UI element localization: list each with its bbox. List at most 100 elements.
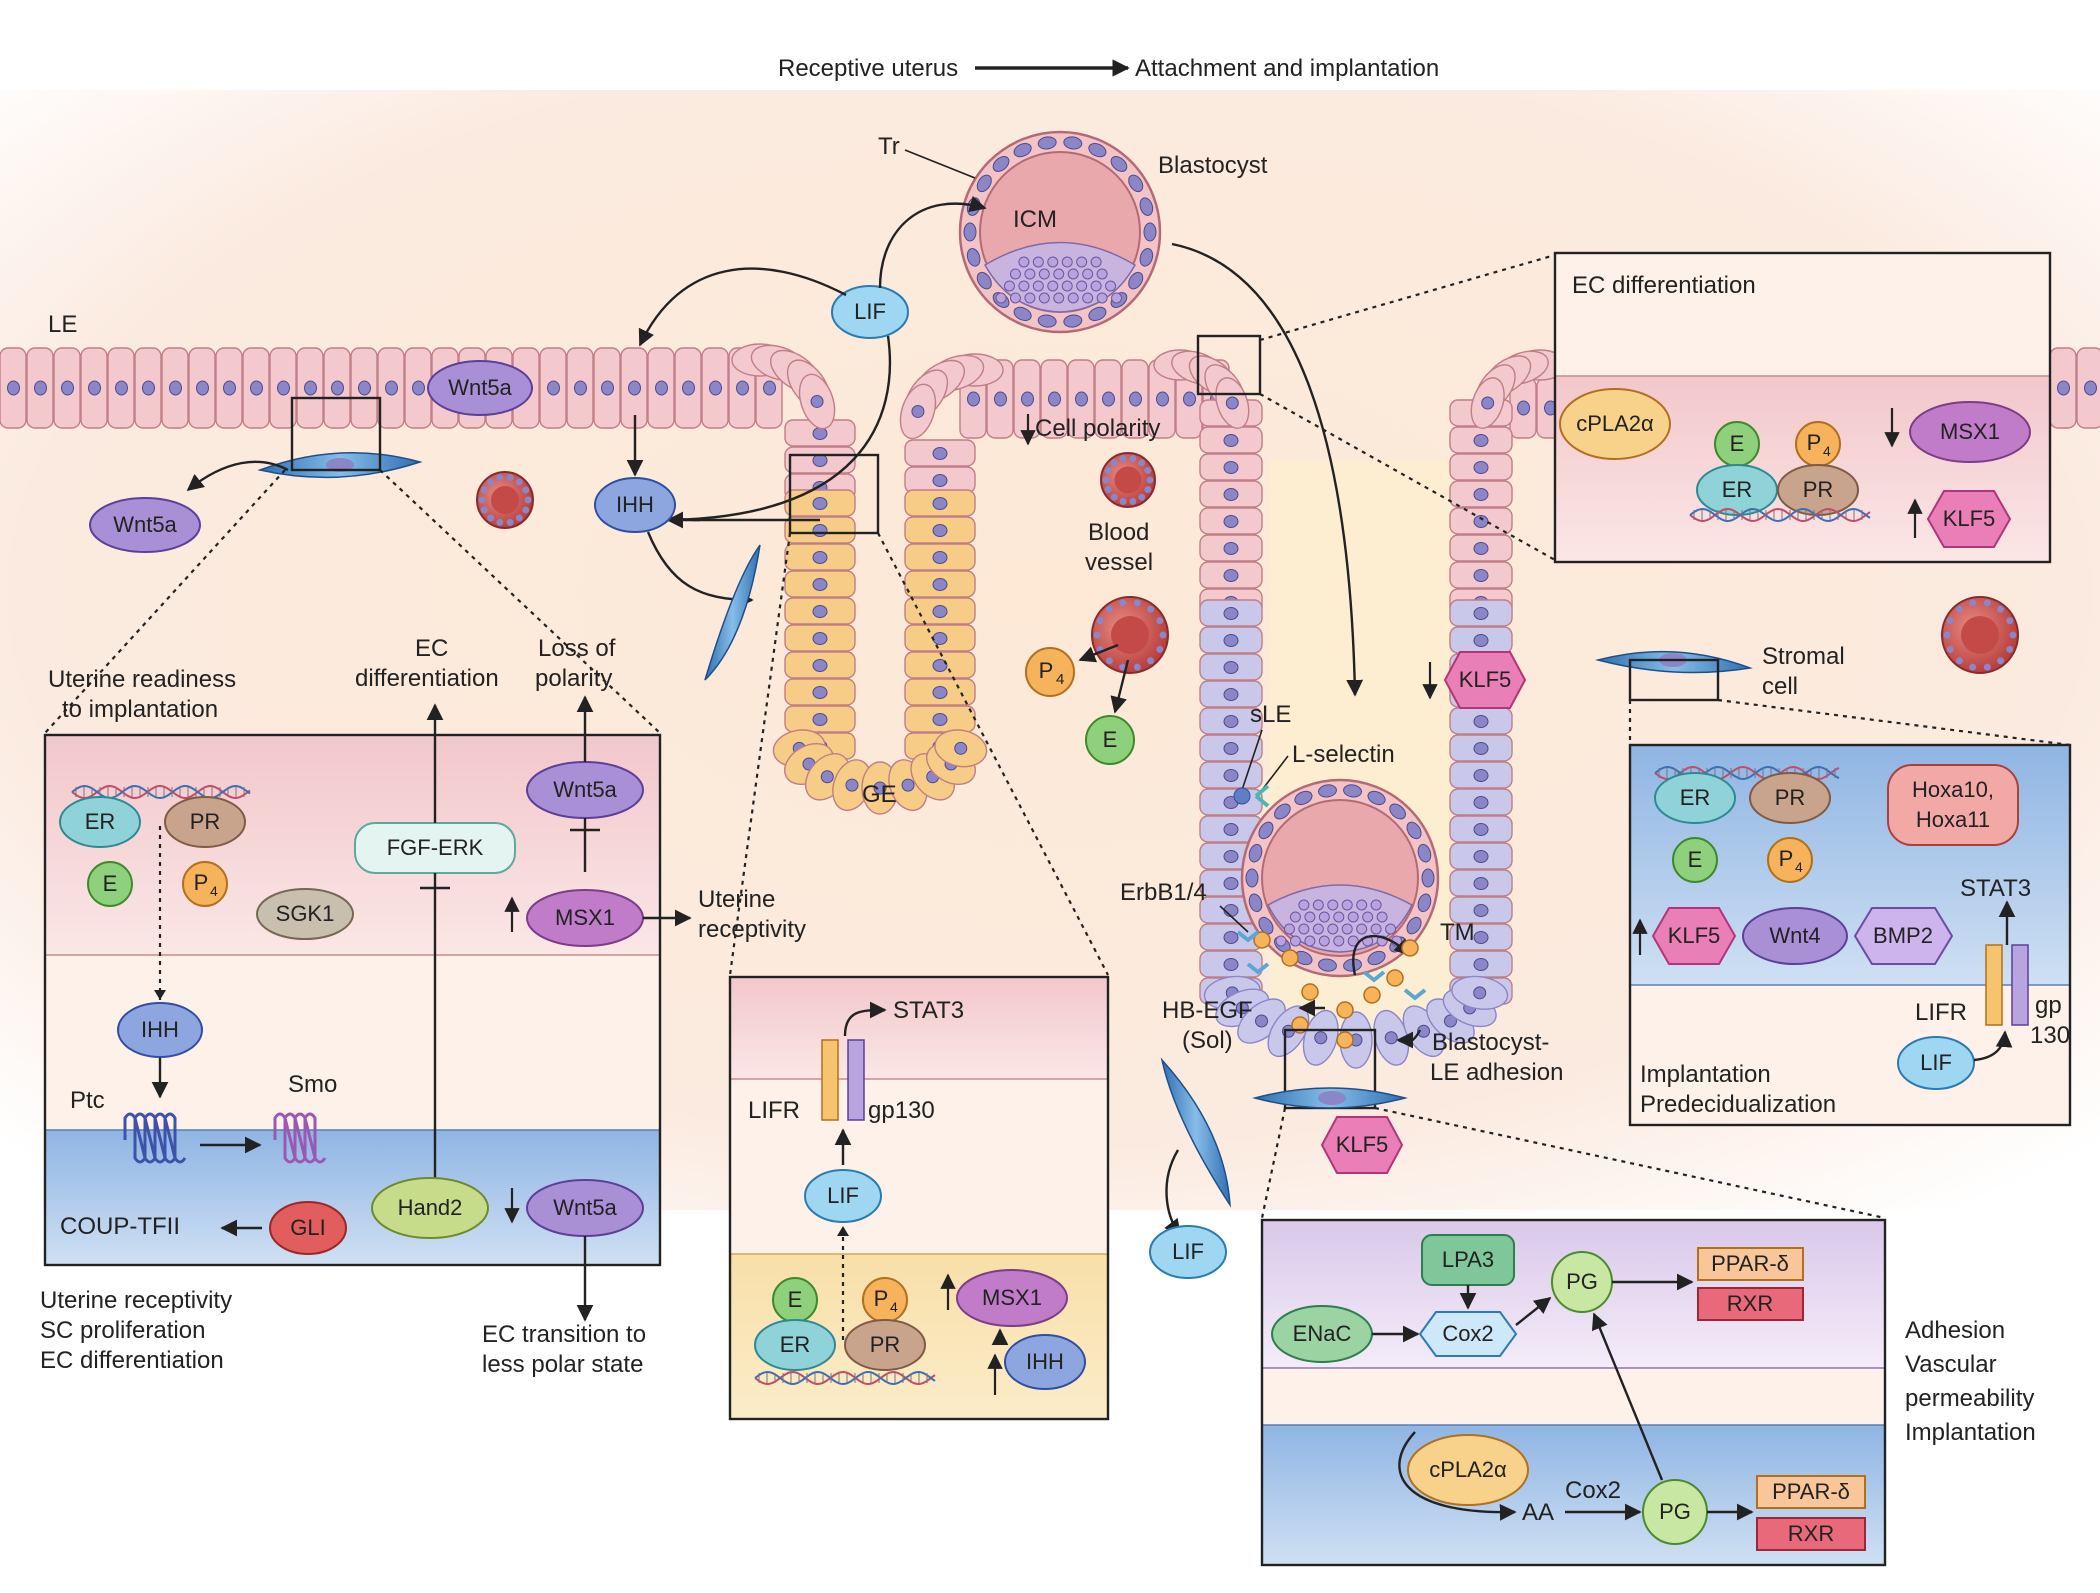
pb-cox2-top-node: Cox2: [1418, 1311, 1518, 1357]
pr-hoxa-text-1: Hoxa10,: [1912, 777, 1994, 802]
pl-fgf-erk-node: FGF-ERK: [354, 822, 516, 874]
header: Receptive uterus Attachment and implanta…: [778, 55, 1439, 82]
e-mid-node: E: [1085, 715, 1135, 765]
ptr-pr-node: PR: [1777, 464, 1859, 516]
stromal-cell-label-1: Stromal: [1762, 643, 1845, 670]
pl-p4-sub: 4: [210, 883, 218, 899]
pc-msx1-text: MSX1: [982, 1285, 1042, 1310]
caption-ec-diff-1: EC: [415, 635, 448, 662]
pr-pr-text: PR: [1775, 785, 1806, 810]
header-right-label: Attachment and implantation: [1135, 55, 1439, 82]
zoom-box-right-top: [1196, 334, 1262, 396]
pc-pr-node: PR: [844, 1319, 926, 1371]
header-left-label: Receptive uterus: [778, 55, 958, 82]
pl-gli-text: GLI: [290, 1215, 325, 1240]
pr-klf5-text: KLF5: [1668, 923, 1721, 948]
caption-readiness-2: to implantation: [62, 696, 218, 723]
pr-gp-1: gp: [2035, 992, 2062, 1019]
pl-footer-1: Uterine receptivity: [40, 1287, 232, 1314]
dna-top-right-panel: [1689, 507, 1871, 523]
le-label: LE: [48, 311, 77, 338]
pl-footer-3: EC differentiation: [40, 1347, 224, 1374]
luminal-epithelium: [0, 347, 2100, 439]
pb-cox2-top-text: Cox2: [1442, 1321, 1493, 1346]
pl-receptivity-1: Uterine: [698, 886, 775, 913]
hbegf-dots: [1236, 930, 1427, 1049]
pb-ppar-top-node: PPAR-δ: [1697, 1247, 1804, 1281]
pb-pg-top-node: PG: [1551, 1251, 1613, 1313]
pb-pg-bottom-text: PG: [1659, 1499, 1691, 1524]
hbegf-label: HB-EGF: [1162, 997, 1253, 1024]
ptr-pr-text: PR: [1803, 477, 1834, 502]
wnt5a-epithelium-text: Wnt5a: [448, 375, 512, 400]
smo-receptor: [273, 1112, 327, 1164]
pr-e-text: E: [1688, 847, 1703, 872]
pr-hoxa-node: Hoxa10, Hoxa11: [1887, 764, 2019, 846]
pl-p4-text: P: [194, 870, 209, 895]
zoom-box-left: [290, 396, 382, 472]
pc-gp130: gp130: [868, 1097, 935, 1124]
pb-cpla2a-text: cPLA2α: [1429, 1457, 1507, 1482]
pb-lpa3-node: LPA3: [1421, 1234, 1515, 1286]
pr-bmp2-node: BMP2: [1853, 907, 1954, 965]
adhesion-label-2: LE adhesion: [1430, 1059, 1563, 1086]
pb-ppar-bottom-node: PPAR-δ: [1756, 1475, 1866, 1509]
klf5-bottom-node: KLF5: [1320, 1116, 1404, 1174]
pb-lpa3-text: LPA3: [1442, 1247, 1494, 1272]
pl-footer-2: SC proliferation: [40, 1317, 205, 1344]
pl-p4-node: P 4: [182, 861, 228, 907]
ptr-er-node: ER: [1696, 464, 1778, 516]
lif-bottom-node: LIF: [1149, 1225, 1227, 1279]
blood-vessel-mid: [1100, 452, 1156, 508]
lif-bottom-text: LIF: [1172, 1239, 1204, 1264]
ptr-cpla2a-node: cPLA2α: [1559, 388, 1671, 460]
ptr-e-text: E: [1730, 431, 1745, 456]
pb-rxr-bottom-node: RXR: [1756, 1517, 1866, 1551]
ptr-msx1-node: MSX1: [1909, 401, 2031, 463]
pr-p4-node: P 4: [1767, 837, 1813, 883]
pr-lif-node: LIF: [1897, 1036, 1975, 1090]
pl-ec-transition-1: EC transition to: [482, 1321, 646, 1348]
pl-smo-label: Smo: [288, 1071, 337, 1098]
blastocyst-crypt: [1240, 778, 1440, 978]
pb-enac-text: ENaC: [1293, 1321, 1352, 1346]
pb-rxr-bottom-text: RXR: [1788, 1521, 1834, 1546]
pc-lif-node: LIF: [804, 1169, 882, 1223]
pr-pr-node: PR: [1749, 772, 1831, 824]
ptr-title: EC differentiation: [1572, 272, 1756, 299]
pr-lifr: LIFR: [1915, 999, 1967, 1026]
pl-pr-node: PR: [164, 796, 246, 848]
pl-e-text: E: [103, 871, 118, 896]
dna-left-panel: [71, 784, 251, 800]
pb-side-2: Vascular: [1905, 1351, 1997, 1378]
caption-loss-1: Loss of: [538, 635, 616, 662]
pl-msx1-text: MSX1: [555, 905, 615, 930]
l-selectin-label: L-selectin: [1292, 741, 1395, 768]
pr-footer-1: Implantation: [1640, 1061, 1771, 1088]
zoom-box-gland: [788, 453, 880, 535]
pb-side-4: Implantation: [1905, 1419, 2036, 1446]
p4-mid-text: P: [1039, 658, 1054, 683]
pc-pr-text: PR: [870, 1332, 901, 1357]
pc-stat3: STAT3: [893, 997, 964, 1024]
pl-wnt5a-top-text: Wnt5a: [553, 777, 617, 802]
ptr-klf5-text: KLF5: [1943, 506, 1996, 531]
blood-vessel-right: [1941, 596, 2019, 674]
pr-stat3: STAT3: [1960, 875, 2031, 902]
pc-lif-text: LIF: [827, 1183, 859, 1208]
ihh-top-text: IHH: [616, 492, 654, 517]
pc-p4-sub: 4: [890, 1299, 898, 1315]
pl-pr-text: PR: [190, 809, 221, 834]
pb-aa: AA: [1522, 1499, 1554, 1526]
pl-receptivity-2: receptivity: [698, 916, 806, 943]
pb-rxr-top-node: RXR: [1697, 1287, 1804, 1321]
wnt5a-epithelium-node: Wnt5a: [427, 360, 533, 416]
blood-vessel-label-1: Blood: [1088, 519, 1149, 546]
pl-fgf-erk-text: FGF-ERK: [387, 835, 484, 860]
pb-side-1: Adhesion: [1905, 1317, 2005, 1344]
pc-e-node: E: [772, 1277, 818, 1323]
pc-ihh-node: IHH: [1004, 1334, 1086, 1390]
pl-ihh-text: IHH: [141, 1017, 179, 1042]
blood-vessel-mid-2: [1091, 596, 1169, 674]
